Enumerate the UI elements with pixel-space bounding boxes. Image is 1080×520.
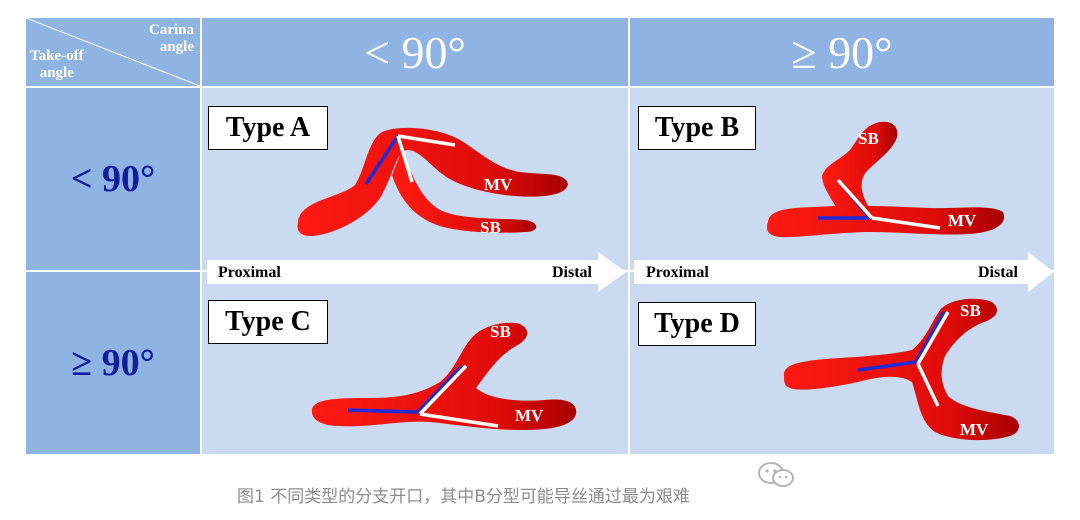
type-d-sb-label: SB (960, 301, 981, 320)
vessel-type-c (311, 322, 577, 430)
wechat-logo-icon (758, 462, 794, 487)
row-header-ge90-text: ≥ 90° (71, 342, 155, 384)
column-header-lt90: < 90° (202, 18, 628, 86)
vessel-type-d (783, 298, 1019, 441)
type-b-label: Type B (638, 106, 756, 150)
distal-label-left: Distal (552, 264, 592, 281)
row-header-lt90-text: < 90° (70, 158, 156, 200)
proximal-label-left: Proximal (218, 264, 281, 281)
type-a-mv-label: MV (484, 175, 513, 194)
distal-label-right: Distal (978, 264, 1018, 281)
row-header-lt90: < 90° (26, 88, 200, 270)
row-header-ge90: ≥ 90° (26, 272, 200, 454)
type-a-sb-label: SB (480, 218, 501, 237)
vessel-type-b (766, 121, 1005, 238)
takeoff-text: Take-off (30, 48, 84, 64)
proximal-distal-arrow-right (634, 252, 1054, 292)
corner-header-cell: Carina angle Take-off angle (26, 18, 200, 86)
type-b-sb-label: SB (858, 129, 879, 148)
column-header-lt90-text: < 90° (364, 26, 466, 78)
type-d-mv-label: MV (960, 420, 989, 439)
carina-angle-text: angle (159, 39, 194, 55)
corner-diagonal (26, 18, 200, 86)
carina-text: Carina (149, 22, 194, 38)
type-d-label: Type D (638, 302, 756, 346)
type-a-label: Type A (208, 106, 328, 150)
takeoff-angle-text: angle (39, 65, 74, 81)
column-header-ge90: ≥ 90° (630, 18, 1054, 86)
type-b-mv-label: MV (948, 211, 977, 230)
carina-angle-label: Carina angle (149, 22, 194, 56)
figure-caption: 图1 不同类型的分支开口，其中B分型可能导丝通过最为艰难 (237, 487, 690, 507)
type-c-label: Type C (208, 300, 328, 344)
takeoff-angle-label: Take-off angle (30, 48, 84, 82)
vessel-type-a (297, 127, 568, 236)
type-c-mv-label: MV (515, 406, 544, 425)
proximal-distal-arrow-left (207, 252, 626, 292)
type-c-sb-label: SB (490, 322, 511, 341)
column-header-ge90-text: ≥ 90° (791, 26, 893, 78)
proximal-label-right: Proximal (646, 264, 709, 281)
